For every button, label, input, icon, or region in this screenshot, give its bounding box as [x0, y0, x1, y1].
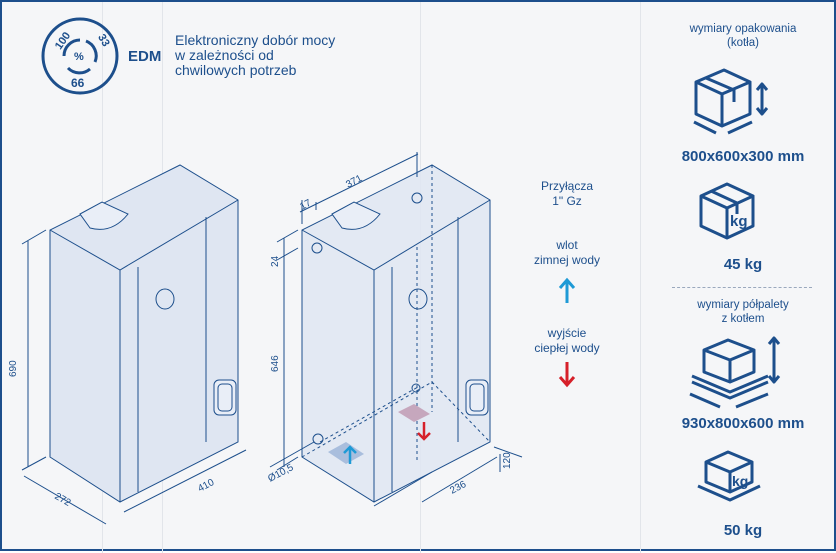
dim-right-diameter: Ø10,5: [266, 462, 296, 485]
dim-right-offset: 17: [298, 198, 313, 213]
pallet-weight-icon: kg: [697, 450, 761, 502]
dim-left-width: 410: [196, 477, 216, 495]
dim-right-height: 646: [270, 355, 281, 372]
background-grid-line: [640, 2, 641, 553]
edm-badge-icon: 100 33 66 %: [41, 17, 119, 95]
box-weight-icon: kg: [699, 182, 755, 240]
pallet-dimensions: 930x800x600 mm: [681, 415, 805, 432]
badge-number-66: 66: [71, 76, 85, 90]
badge-percent-symbol: %: [74, 51, 84, 63]
pallet-title: wymiary półpalety z kotłem: [697, 299, 789, 325]
outlet-arrow-drawing-icon: [417, 422, 431, 441]
inlet-label: wlot zimnej wody: [533, 238, 601, 267]
dim-right-top-width: 371: [344, 173, 364, 191]
box-weight-kg-label: kg: [730, 213, 748, 230]
dim-left-height: 690: [8, 360, 19, 377]
pallet-weight: 50 kg: [723, 522, 763, 539]
box-dimensions-icon: [693, 68, 769, 135]
boiler-right-view: [269, 152, 523, 507]
dim-right-top-drop: 24: [270, 255, 281, 267]
boiler-left-view: [21, 164, 247, 525]
packaging-dimensions: 800x600x300 mm: [681, 148, 805, 165]
packaging-title: wymiary opakowania (kotła): [689, 23, 797, 49]
edm-label: EDM: [128, 48, 162, 65]
inlet-arrow-icon: [558, 277, 576, 303]
outlet-label: wyjście ciepłej wody: [534, 326, 600, 355]
packaging-weight: 45 kg: [723, 256, 763, 273]
badge-number-33: 33: [95, 32, 112, 49]
section-divider: [672, 287, 812, 288]
dim-right-bottom-width: 236: [448, 479, 468, 497]
dim-left-depth: 272: [53, 491, 73, 509]
inlet-arrow-drawing-icon: [343, 445, 357, 464]
dim-right-bottom-depth: 120: [502, 452, 513, 469]
outlet-arrow-icon: [558, 362, 576, 388]
pallet-weight-kg-label: kg: [732, 473, 748, 489]
connections-title: Przyłącza 1" Gz: [540, 179, 593, 208]
edm-description: Elektroniczny dobór mocy w zależności od…: [175, 32, 336, 78]
pallet-dimensions-icon: [689, 336, 781, 409]
